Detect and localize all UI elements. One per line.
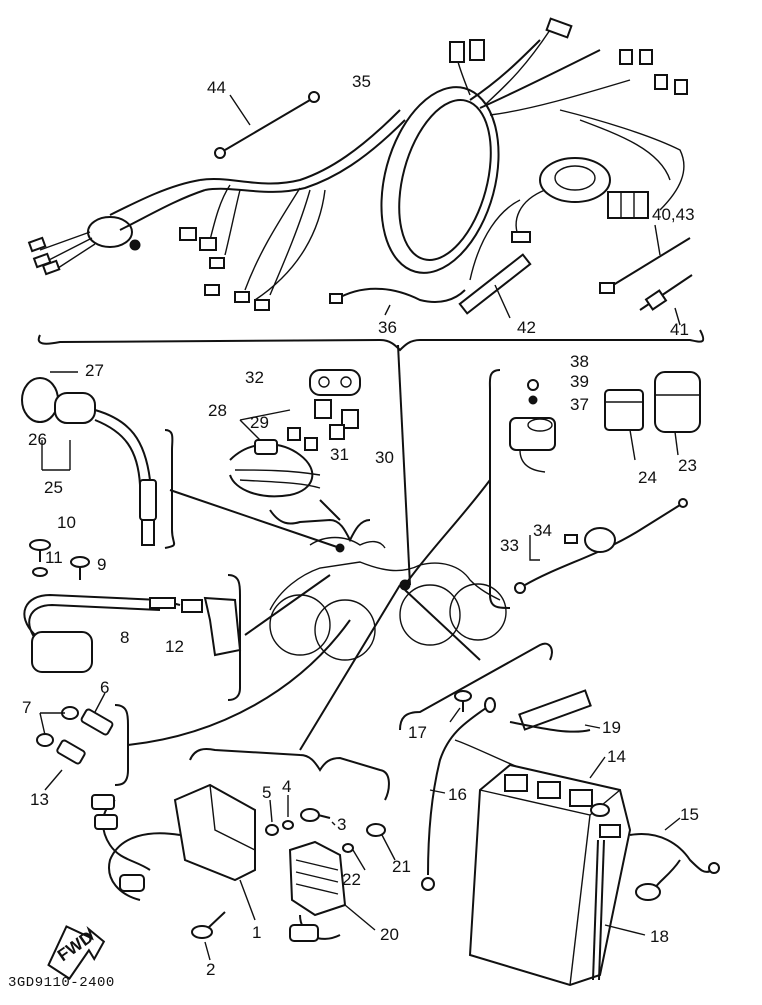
part-26-main-switch (21, 371, 157, 546)
callout-24: 24 (638, 468, 657, 487)
part-17-screw (449, 690, 472, 723)
callout-36: 36 (378, 318, 397, 337)
callout-8: 8 (120, 628, 129, 647)
part-14-battery (468, 756, 632, 987)
callout-32: 32 (245, 368, 264, 387)
callout-26: 26 (28, 430, 47, 449)
callout-14: 14 (607, 747, 626, 766)
callout-31: 31 (330, 445, 349, 464)
callout-labels: 44 35 40,43 36 42 41 27 26 25 32 28 29 3… (22, 72, 699, 979)
callout-1: 1 (252, 923, 261, 942)
part-1-cdi-unit (91, 783, 256, 921)
part-12-plug-cap (181, 596, 242, 657)
callout-23: 23 (678, 456, 697, 475)
part-44-wire-lead (214, 91, 320, 159)
part-18-leader (604, 924, 646, 936)
callout-13: 13 (30, 790, 49, 809)
callout-19: 19 (602, 718, 621, 737)
vehicle-outline (269, 536, 507, 661)
callout-22: 22 (342, 870, 361, 889)
callout-6: 6 (100, 678, 109, 697)
part-24-relay (604, 389, 644, 461)
callout-29: 29 (250, 413, 269, 432)
callout-9: 9 (97, 555, 106, 574)
callout-12: 12 (165, 637, 184, 656)
wire-harness (27, 17, 688, 311)
diagram-code: 3GD9110-2400 (8, 975, 115, 991)
callout-7: 7 (22, 698, 31, 717)
callout-41: 41 (670, 320, 689, 339)
callout-15: 15 (680, 805, 699, 824)
callout-28: 28 (208, 401, 227, 420)
part-6-7-13-sensors (36, 692, 114, 791)
part-33-cable (514, 498, 688, 594)
callout-5: 5 (262, 783, 271, 802)
sensor-group-brace (114, 704, 129, 786)
callout-17: 17 (408, 723, 427, 742)
part-37-starter-relay (509, 379, 556, 473)
leader-lines (127, 344, 491, 751)
callout-39: 39 (570, 372, 589, 391)
coil-group-brace (227, 574, 241, 701)
callout-42: 42 (517, 318, 536, 337)
callout-3: 3 (337, 815, 346, 834)
callout-34: 34 (533, 521, 552, 540)
part-40-43-band (599, 224, 691, 294)
switch-group-brace (164, 429, 176, 549)
part-16-cable (421, 697, 526, 891)
callout-44: 44 (207, 78, 226, 97)
fwd-arrow-icon: FWD (47, 925, 106, 980)
callout-21: 21 (392, 857, 411, 876)
fuse-group-brace (269, 509, 371, 543)
top-group-brace (37, 329, 705, 352)
callout-10: 10 (57, 513, 76, 532)
callout-27: 27 (85, 361, 104, 380)
part-2-bolt (191, 911, 226, 961)
callout-16: 16 (448, 785, 467, 804)
part-19-strap (509, 689, 601, 733)
part-9-11-screws (29, 539, 90, 580)
callout-38: 38 (570, 352, 589, 371)
callout-18: 18 (650, 927, 669, 946)
callout-25: 25 (44, 478, 63, 497)
part-3-5-fasteners (265, 795, 336, 836)
cdi-group-brace (189, 748, 390, 801)
callout-2: 2 (206, 960, 215, 979)
part-36-lead (329, 287, 466, 316)
part-28-32-group (229, 369, 361, 498)
part-42-cable-tie (458, 253, 532, 319)
relay-group-brace (488, 369, 511, 609)
callout-30: 30 (375, 448, 394, 467)
part-20-rectifier (288, 840, 376, 942)
part-15-breather (629, 817, 720, 901)
part-8-ignition-coil (23, 593, 181, 673)
callout-37: 37 (570, 395, 589, 414)
callout-40-43: 40,43 (652, 205, 695, 224)
callout-4: 4 (282, 777, 291, 796)
callout-35: 35 (352, 72, 371, 91)
part-21-22-fasteners (342, 823, 396, 871)
callout-20: 20 (380, 925, 399, 944)
callout-33: 33 (500, 536, 519, 555)
part-23-relay-cover (654, 371, 701, 456)
callout-11: 11 (45, 548, 63, 567)
part-41-band (639, 274, 693, 326)
battery-group-brace (399, 642, 553, 731)
